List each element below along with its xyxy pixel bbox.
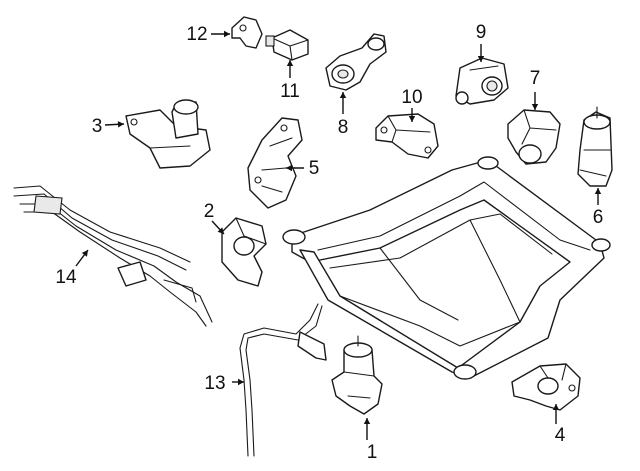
callout-11-label: 11: [280, 81, 300, 102]
part-5-bracket: [247, 117, 303, 209]
callout-8-arrowhead: [339, 92, 347, 98]
part-4-mount: [511, 363, 581, 411]
part-13-hose: [239, 303, 327, 457]
callout-3-label: 3: [92, 116, 103, 137]
callout-9-arrowhead: [477, 56, 485, 62]
callout-12-arrowhead: [224, 30, 230, 38]
callout-6-label: 6: [593, 207, 604, 228]
callout-10-arrowhead: [408, 116, 416, 122]
callout-13-label: 13: [204, 373, 225, 394]
callout-7-arrowhead: [531, 104, 539, 110]
callout-2-label: 2: [204, 201, 215, 222]
part-14-lines: [13, 185, 213, 327]
part-12-bracket: [231, 16, 263, 49]
part-9-mount: [455, 57, 509, 105]
callout-7-label: 7: [530, 68, 541, 89]
callout-13-arrowhead: [238, 378, 244, 386]
callout-8-label: 8: [338, 117, 349, 138]
callout-1-arrowhead: [363, 418, 371, 424]
callout-4-label: 4: [555, 425, 566, 446]
part-6-mount: [577, 106, 613, 187]
callout-9-label: 9: [476, 22, 487, 43]
part-7-mount: [507, 109, 561, 165]
part-8-torque-rod: [325, 33, 387, 91]
callout-1-label: 1: [367, 442, 378, 463]
callout-5-label: 5: [309, 158, 320, 179]
callout-14-label: 14: [55, 267, 77, 288]
callout-4-arrowhead: [552, 404, 560, 410]
callout-14-arrowhead: [81, 250, 88, 257]
part-2-mount: [221, 217, 267, 287]
part-3-mount: [125, 99, 211, 169]
callout-12-label: 12: [186, 24, 207, 45]
callout-10-label: 10: [401, 87, 422, 108]
part-11-sensor: [265, 29, 309, 61]
callout-5-arrowhead: [286, 164, 292, 172]
subframe: [282, 156, 611, 380]
part-10-bracket: [375, 113, 439, 159]
part-1-mount: [331, 335, 383, 415]
callout-2-arrowhead: [217, 227, 224, 234]
callout-3-arrowhead: [117, 121, 124, 128]
callout-11-arrowhead: [286, 60, 294, 66]
callout-6-arrowhead: [594, 188, 602, 194]
